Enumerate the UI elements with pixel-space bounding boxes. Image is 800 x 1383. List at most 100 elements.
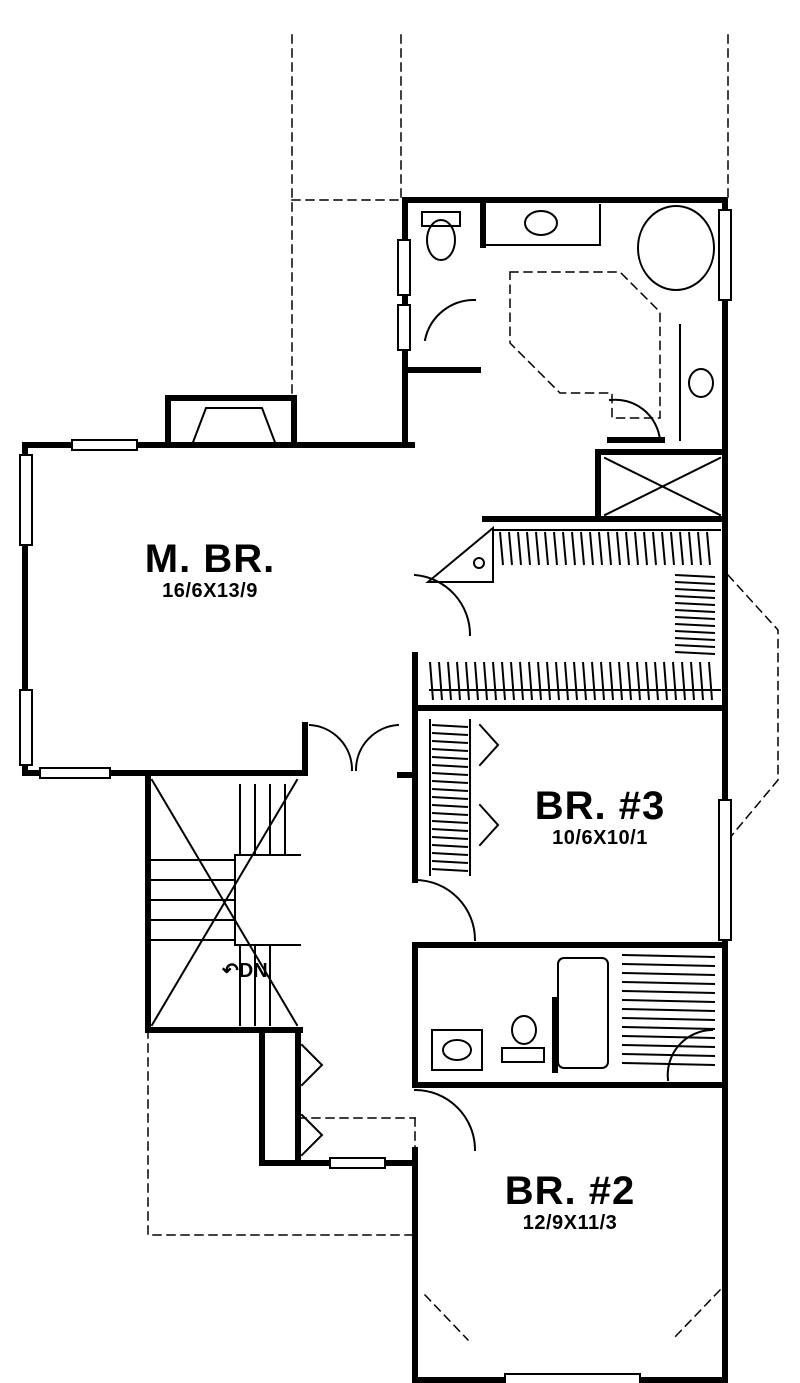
- closet-hatch-mark: [652, 531, 657, 566]
- closet-hatch-mark: [621, 1026, 716, 1030]
- closet-hatch-mark: [431, 844, 469, 848]
- closet-hatch-mark: [431, 828, 469, 832]
- closet-hatch-mark: [537, 661, 542, 701]
- closet-hatch-mark: [431, 796, 469, 800]
- closet-hatch-mark: [431, 868, 469, 872]
- closet-hatch-mark: [607, 531, 612, 566]
- closet-hatch-mark: [672, 661, 677, 701]
- closet-hatch-mark: [431, 836, 469, 840]
- closet-hatch-mark: [431, 788, 469, 792]
- closet-hatch-mark: [690, 661, 695, 701]
- closet-hatch-mark: [510, 661, 515, 701]
- windows: [19, 209, 732, 1383]
- closet-hatch-mark: [621, 972, 716, 976]
- closet-hatch-mark: [616, 531, 621, 566]
- fixtures: [150, 204, 722, 1157]
- closet-hatch-mark: [621, 954, 716, 958]
- closet-hatch-mark: [483, 661, 488, 701]
- closet-hatch-mark: [535, 531, 540, 566]
- closet-hatch-mark: [674, 616, 716, 620]
- closet-hatch-mark: [600, 661, 605, 701]
- closet-hatch-mark: [431, 740, 469, 744]
- closet-hatch-mark: [589, 531, 594, 566]
- closet-hatch-mark: [654, 661, 659, 701]
- master-bedroom-label: M. BR. 16/6X13/9: [100, 538, 320, 602]
- bedroom-3-label: BR. #3 10/6X10/1: [495, 785, 705, 849]
- closet-hatch-mark: [582, 661, 587, 701]
- closet-hatch-mark: [674, 623, 716, 627]
- closet-hatch-mark: [499, 531, 504, 566]
- closet-hatch-mark: [674, 588, 716, 592]
- closet-hatch-mark: [431, 812, 469, 816]
- closet-hatch-mark: [431, 820, 469, 824]
- closet-hatch-mark: [519, 661, 524, 701]
- closet-hatch-mark: [674, 644, 716, 648]
- closet-hatch-mark: [688, 531, 693, 566]
- closet-hatch-mark: [645, 661, 650, 701]
- closet-hatch-mark: [681, 661, 686, 701]
- closet-hatch-mark: [465, 661, 470, 701]
- closet-hatching: [429, 531, 716, 1066]
- closet-hatch-mark: [621, 1062, 716, 1066]
- closet-hatch-mark: [621, 981, 716, 985]
- stair-down-text: DN: [238, 960, 268, 982]
- closet-hatch-mark: [699, 661, 704, 701]
- closet-hatch-mark: [663, 661, 668, 701]
- closet-hatch-mark: [573, 661, 578, 701]
- closet-hatch-mark: [564, 661, 569, 701]
- closet-hatch-mark: [544, 531, 549, 566]
- bedroom-2-label: BR. #2 12/9X11/3: [465, 1170, 675, 1234]
- closet-hatch-mark: [431, 764, 469, 768]
- closet-hatch-mark: [553, 531, 558, 566]
- closet-hatch-mark: [431, 756, 469, 760]
- closet-hatch-mark: [580, 531, 585, 566]
- closet-hatch-mark: [674, 651, 716, 655]
- closet-hatch-mark: [447, 661, 452, 701]
- stair-arrow-icon: ↶: [222, 960, 239, 982]
- dashed-outlines: [147, 34, 779, 1342]
- master-bedroom-dimensions: 16/6X13/9: [162, 580, 258, 602]
- closet-hatch-mark: [621, 963, 716, 967]
- closet-hatch-mark: [431, 748, 469, 752]
- closet-hatch-mark: [431, 724, 469, 728]
- closet-hatch-mark: [501, 661, 506, 701]
- closet-hatch-mark: [625, 531, 630, 566]
- closet-hatch-mark: [636, 661, 641, 701]
- bedroom-3-dimensions: 10/6X10/1: [552, 827, 648, 849]
- closet-hatch-mark: [621, 1017, 716, 1021]
- closet-hatch-mark: [627, 661, 632, 701]
- closet-hatch-mark: [643, 531, 648, 566]
- closet-hatch-mark: [609, 661, 614, 701]
- closet-hatch-mark: [621, 990, 716, 994]
- closet-hatch-mark: [431, 860, 469, 864]
- bedroom-3-name: BR. #3: [534, 784, 666, 828]
- closet-hatch-mark: [670, 531, 675, 566]
- closet-hatch-mark: [456, 661, 461, 701]
- closet-hatch-mark: [591, 661, 596, 701]
- closet-hatch-mark: [618, 661, 623, 701]
- closet-hatch-mark: [697, 531, 702, 566]
- closet-hatch-mark: [621, 1035, 716, 1039]
- closet-hatch-mark: [679, 531, 684, 566]
- closet-hatch-mark: [528, 661, 533, 701]
- closet-hatch-mark: [562, 531, 567, 566]
- closet-hatch-mark: [621, 1044, 716, 1048]
- closet-hatch-mark: [492, 661, 497, 701]
- closet-hatch-mark: [661, 531, 666, 566]
- closet-hatch-mark: [546, 661, 551, 701]
- closet-hatch-mark: [508, 531, 513, 566]
- closet-hatch-mark: [634, 531, 639, 566]
- closet-hatch-mark: [474, 661, 479, 701]
- closet-hatch-mark: [674, 630, 716, 634]
- closet-hatch-mark: [431, 732, 469, 736]
- bedroom-2-name: BR. #2: [504, 1169, 636, 1213]
- closet-hatch-mark: [571, 531, 576, 566]
- master-bedroom-name: M. BR.: [144, 537, 276, 581]
- closet-hatch-mark: [555, 661, 560, 701]
- closet-hatch-mark: [429, 661, 434, 701]
- closet-hatch-mark: [431, 772, 469, 776]
- bedroom-2-dimensions: 12/9X11/3: [522, 1212, 618, 1234]
- closet-hatch-mark: [598, 531, 603, 566]
- closet-hatch-mark: [431, 804, 469, 808]
- closet-hatch-mark: [674, 595, 716, 599]
